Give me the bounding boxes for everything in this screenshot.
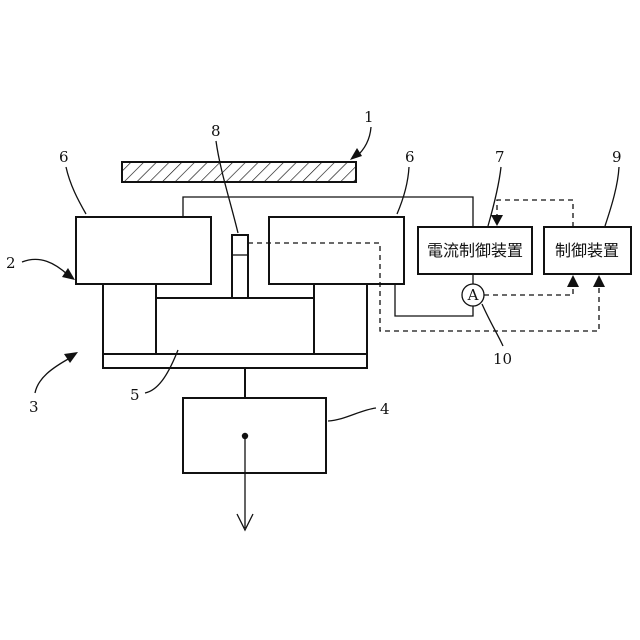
ammeter-symbol: A bbox=[467, 286, 479, 304]
control-device-label: 制御装置 bbox=[555, 241, 619, 260]
hatched-target-plate bbox=[122, 162, 356, 182]
label-2-arrow-line bbox=[22, 259, 68, 275]
label-1: 1 bbox=[364, 108, 374, 126]
label-6-right: 6 bbox=[405, 148, 415, 166]
signal-arrowhead-current-control bbox=[491, 215, 503, 226]
label-3-arrowhead bbox=[64, 352, 78, 363]
label-6-left-leader bbox=[66, 167, 86, 214]
label-2: 2 bbox=[6, 254, 16, 272]
label-1-arrowhead bbox=[350, 148, 362, 160]
label-3-arrow-line bbox=[35, 358, 70, 393]
coil-wire-return bbox=[395, 284, 473, 316]
label-10-leader bbox=[482, 304, 503, 346]
label-3: 3 bbox=[29, 398, 39, 416]
drive-unit-box bbox=[183, 398, 326, 473]
label-8-leader bbox=[216, 141, 238, 233]
label-4: 4 bbox=[380, 400, 390, 418]
current-control-device-label: 電流制御装置 bbox=[427, 241, 523, 260]
signal-ammeter-to-controller bbox=[484, 286, 573, 295]
label-6-left: 6 bbox=[59, 148, 69, 166]
label-6-right-leader bbox=[397, 167, 409, 214]
label-10: 10 bbox=[493, 350, 512, 368]
label-7: 7 bbox=[495, 148, 505, 166]
label-8: 8 bbox=[211, 122, 221, 140]
magnet-block-right bbox=[269, 217, 404, 284]
signal-arrowhead-sensor bbox=[593, 275, 605, 287]
label-9-leader bbox=[605, 167, 619, 226]
sensor-rod bbox=[232, 235, 248, 298]
signal-arrowhead-ammeter bbox=[567, 275, 579, 287]
label-9: 9 bbox=[612, 148, 622, 166]
signal-controller-to-current-control bbox=[497, 200, 573, 227]
label-2-arrowhead bbox=[62, 268, 75, 280]
base-plate bbox=[103, 354, 367, 368]
magnet-block-left bbox=[76, 217, 211, 284]
label-4-leader bbox=[328, 408, 376, 421]
label-5: 5 bbox=[130, 386, 140, 404]
